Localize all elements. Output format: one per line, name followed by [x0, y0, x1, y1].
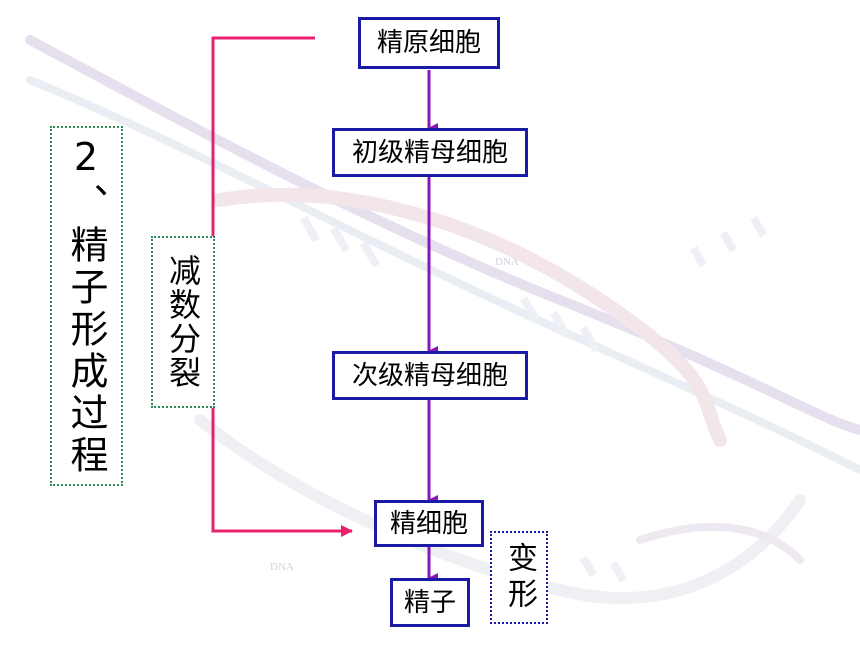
stage-secondary-spermatocyte: 次级精母细胞 [332, 351, 528, 400]
meiosis-bracket [211, 36, 353, 537]
meiosis-label-text: 减数分裂 [164, 254, 202, 390]
stage-sperm-text: 精子 [403, 587, 456, 618]
transformation-label: 变形 [490, 531, 548, 624]
stage-spermatogonium: 精原细胞 [358, 17, 500, 69]
stage-spermatid: 精细胞 [374, 500, 484, 547]
stage-primary-spermatocyte-text: 初级精母细胞 [351, 137, 508, 168]
stage-primary-spermatocyte: 初级精母细胞 [332, 128, 528, 177]
page-title-text: 2、精子形成过程 [64, 135, 108, 477]
watermark-text-2: DNA [270, 561, 294, 573]
stage-spermatogonium-text: 精原细胞 [376, 28, 481, 58]
stage-secondary-spermatocyte-text: 次级精母细胞 [351, 360, 508, 391]
page-title: 2、精子形成过程 [50, 126, 123, 486]
stage-sperm: 精子 [390, 578, 470, 627]
meiosis-label: 减数分裂 [151, 236, 215, 408]
transformation-label-text: 变形 [502, 541, 537, 614]
stage-spermatid-text: 精细胞 [389, 508, 468, 539]
watermark-text-1: DNA [495, 256, 519, 268]
